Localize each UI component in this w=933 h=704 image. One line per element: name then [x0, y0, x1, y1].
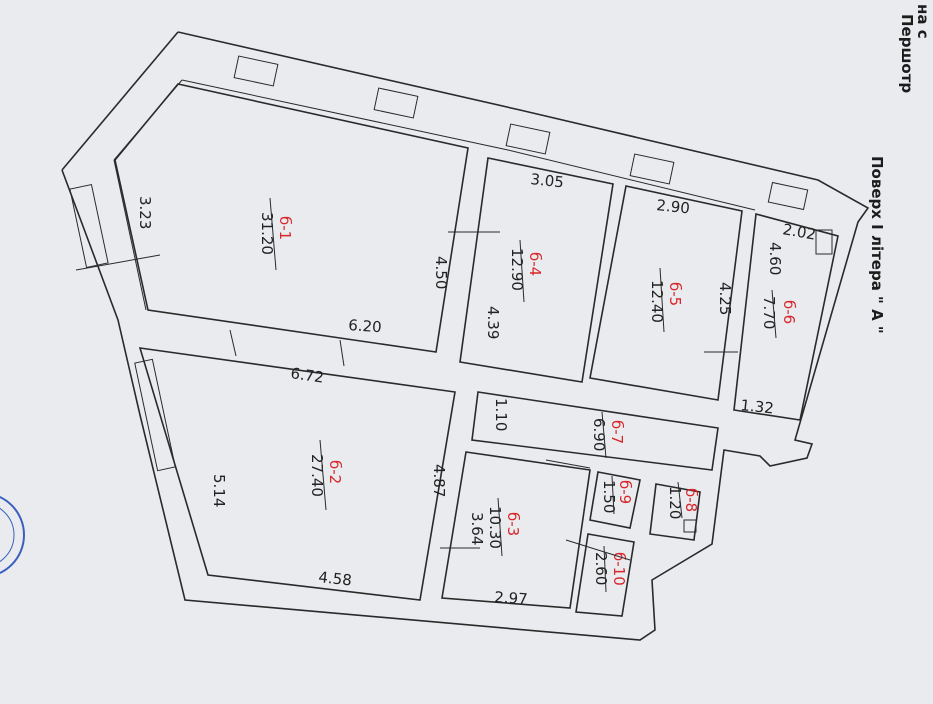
- toilet-icon: [683, 519, 697, 533]
- room-area-10: 2.60: [592, 552, 610, 585]
- dim-3-23: 3.23: [136, 196, 154, 229]
- area-fraction-lines: [269, 197, 777, 593]
- dim-4-58: 4.58: [318, 568, 353, 589]
- room-id-7: б-7: [608, 420, 626, 444]
- room-id-4: б-4: [526, 252, 544, 276]
- dimension-labels: 3.23 4.50 6.20 3.05 4.39 2.90 4.25 2.02 …: [136, 170, 817, 608]
- room-id-10: б-10: [610, 552, 628, 586]
- dim-4-39: 4.39: [484, 306, 502, 339]
- dim-4-60: 4.60: [766, 242, 784, 275]
- dim-2-97: 2.97: [494, 588, 529, 608]
- dim-2-90: 2.90: [656, 196, 691, 217]
- room-outline-9: [589, 471, 641, 529]
- room-id-2: б-2: [326, 460, 344, 484]
- room-id-3: б-3: [504, 512, 522, 536]
- dim-3-05: 3.05: [530, 170, 565, 191]
- header-line-2: Першотр: [898, 14, 916, 93]
- room-outline-8: [649, 483, 701, 541]
- room-outline-10: [575, 533, 635, 617]
- dim-1-10: 1.10: [492, 398, 510, 431]
- room-area-1: 31.20: [258, 212, 276, 255]
- stove-icon: [815, 229, 833, 255]
- room-id-6: б-6: [780, 300, 798, 324]
- header-line-1: на с: [914, 4, 932, 39]
- room-id-9: б-9: [616, 480, 634, 504]
- room-outline-1: [114, 83, 469, 353]
- dim-4-87: 4.87: [430, 464, 448, 497]
- room-outline-2: [138, 347, 456, 601]
- room-outline-5: [589, 185, 743, 401]
- stamp-icon: [0, 495, 25, 575]
- dim-6-72: 6.72: [289, 364, 325, 386]
- room-area-2: 27.40: [308, 454, 326, 497]
- room-outline-4: [459, 157, 614, 383]
- dim-4-50: 4.50: [432, 256, 450, 289]
- floor-title: Поверх I літера " А ": [868, 156, 886, 334]
- windows: [69, 55, 809, 472]
- dim-5-14: 5.14: [210, 474, 228, 507]
- room-id-1: б-1: [276, 216, 294, 240]
- room-area-9: 1.50: [600, 480, 618, 513]
- dim-4-25: 4.25: [716, 282, 734, 315]
- room-id-8: б-8: [682, 488, 700, 512]
- dimension-ticks: [75, 231, 738, 561]
- dim-2-02: 2.02: [781, 220, 817, 244]
- room-outlines: [114, 83, 839, 617]
- room-id-5: б-5: [666, 282, 684, 306]
- room-outline-7: [471, 391, 719, 471]
- dim-3-64: 3.64: [468, 512, 486, 545]
- room-outline-3: [441, 451, 591, 609]
- dim-1-32: 1.32: [740, 396, 775, 417]
- room-outline-6: [733, 212, 839, 421]
- dim-6-20: 6.20: [348, 316, 383, 336]
